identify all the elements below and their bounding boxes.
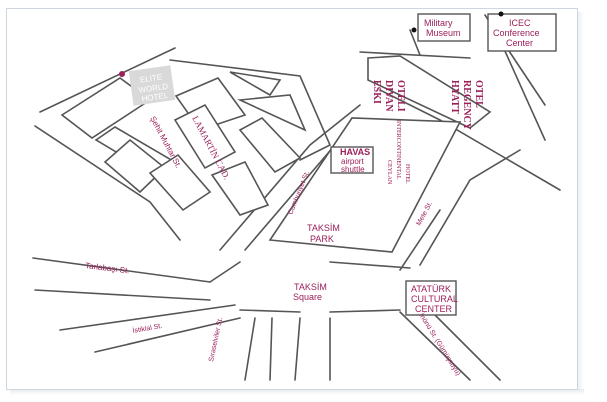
road-inonu-left xyxy=(399,311,471,381)
ceylan-line-1: CEYLAN xyxy=(386,160,392,185)
ataturk-line-1: ATATÜRK xyxy=(411,284,451,294)
icec-marker xyxy=(498,11,504,17)
block-hotels-row xyxy=(367,55,492,129)
icec-line-3: Center xyxy=(506,38,533,48)
taksim-square-line-2: Square xyxy=(293,292,322,302)
block-center-3 xyxy=(238,117,302,174)
ceylan-intercontinental-label: CEYLAN INTERCONTINENTAL HOTEL xyxy=(386,120,410,185)
military-museum-line-1: Military xyxy=(424,18,453,28)
frame-shadow-right xyxy=(576,12,584,392)
road-north-east-side xyxy=(359,51,471,59)
road-square-south xyxy=(239,309,301,313)
block-taksim-park xyxy=(268,117,462,253)
eski-divan-line-2: DIVAN xyxy=(383,80,394,112)
eski-divan-oteli-label: ESKI DIVAN OTELI xyxy=(371,80,406,112)
havas-box xyxy=(330,146,374,174)
block-center-1 xyxy=(173,103,237,170)
road-cumhuriyet-west xyxy=(219,104,361,251)
istiklal-street-label: İstiklal St. xyxy=(132,321,163,335)
military-museum-box xyxy=(417,13,471,42)
havas-line-2: airport xyxy=(341,157,364,166)
elite-world-hotel-line-2: WORLD xyxy=(138,82,169,95)
block-north-pair-right xyxy=(236,94,307,132)
road-inner-east xyxy=(399,209,441,271)
taksim-square-line-1: TAKSİM xyxy=(294,282,327,292)
hyatt-regency-label: HYATT REGENCY OTEL xyxy=(449,80,484,131)
road-north-west-side xyxy=(169,59,332,161)
elite-world-hotel-box xyxy=(128,65,176,106)
icec-line-2: Conference xyxy=(493,28,540,38)
road-square-north-west xyxy=(209,261,241,283)
taksim-park-line-2: PARK xyxy=(310,234,334,244)
ceylan-line-3: HOTEL xyxy=(404,164,410,184)
road-tarlabasi-top xyxy=(32,257,211,283)
road-east-top-2 xyxy=(499,39,546,141)
hyatt-line-2: REGENCY xyxy=(461,80,472,131)
ceylan-line-2: INTERCONTINENTAL xyxy=(395,120,401,180)
map-frame xyxy=(6,8,578,390)
road-siraselviler-left xyxy=(244,317,256,381)
ataturk-line-3: CENTER xyxy=(415,304,453,314)
road-north-east-diagonal xyxy=(379,89,561,191)
tarlabasi-street-label: Tarlabaşı St. xyxy=(85,261,130,275)
road-upper-diagonal xyxy=(39,47,176,113)
icec-line-1: ICEC xyxy=(509,18,531,28)
taksim-park-line-1: TAKSİM xyxy=(307,223,340,233)
road-northwest-edge xyxy=(34,125,181,241)
road-siraselviler-right xyxy=(269,317,273,381)
road-south-middle-left xyxy=(294,317,301,381)
road-istiklal-top xyxy=(59,304,236,331)
road-cumhuriyet-east xyxy=(244,144,336,251)
road-inonu-right xyxy=(429,309,501,381)
road-square-north-east xyxy=(329,261,411,269)
military-museum-line-2: Museum xyxy=(426,28,461,38)
road-to-military-museum xyxy=(409,29,421,56)
military-museum-marker xyxy=(411,27,417,33)
eski-divan-line-3: OTELI xyxy=(395,80,406,112)
hyatt-line-1: HYATT xyxy=(449,80,460,114)
road-tarlabasi-bottom xyxy=(34,289,211,301)
hyatt-line-3: OTEL xyxy=(473,80,484,108)
ataturk-line-2: CULTURAL xyxy=(411,294,458,304)
ataturk-cultural-center-box xyxy=(405,280,457,316)
elite-world-hotel-line-3: HOTEL xyxy=(141,91,169,104)
hotel-marker xyxy=(119,71,125,77)
road-istiklal-bottom xyxy=(94,317,241,353)
havas-line-1: HAVAS xyxy=(340,147,370,157)
elite-world-hotel-line-1: ELITE xyxy=(139,73,162,85)
block-upper-triangle xyxy=(229,71,282,97)
block-center-2 xyxy=(210,160,270,216)
frame-shadow-bottom xyxy=(10,389,584,395)
block-west-3 xyxy=(148,153,212,212)
road-square-east xyxy=(329,309,401,313)
icec-box xyxy=(487,13,557,52)
siraselviler-street-label: Sıraselviler St. xyxy=(208,317,224,363)
road-mete-east xyxy=(419,149,521,266)
havas-line-3: shuttle xyxy=(341,165,365,174)
eski-divan-line-1: ESKI xyxy=(371,80,382,104)
